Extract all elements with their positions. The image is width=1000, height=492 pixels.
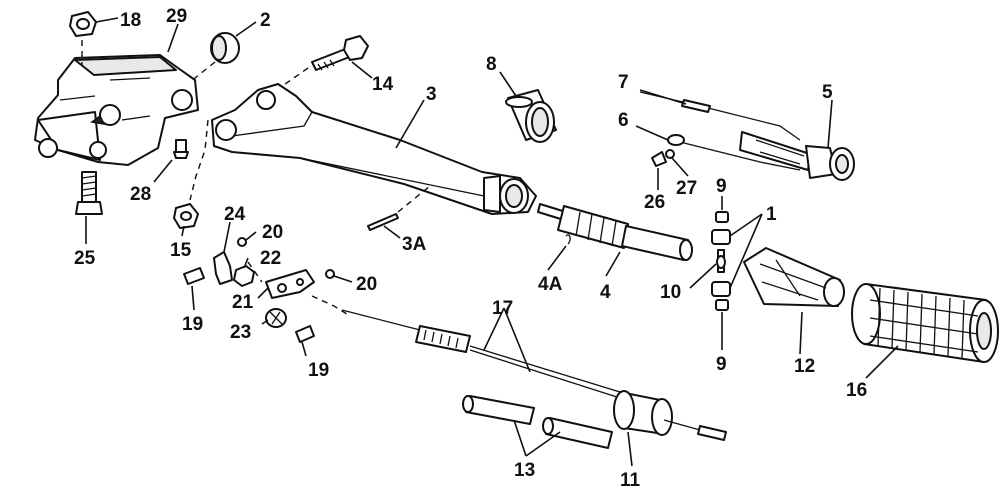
part-3a-pin — [367, 213, 399, 231]
callout-3: 3 — [426, 84, 437, 105]
part-8-bushing — [505, 89, 557, 143]
part-24-clip — [213, 251, 233, 285]
part-14-bolt — [311, 35, 369, 71]
part-21-link — [265, 269, 315, 299]
callout-11: 11 — [620, 470, 641, 491]
callout-15: 15 — [170, 240, 192, 261]
part-16-handle-grip — [851, 283, 999, 363]
callout-5: 5 — [822, 82, 833, 103]
part-22-nut — [233, 265, 255, 287]
callout-18: 18 — [120, 10, 141, 31]
part-1-blocks — [711, 229, 731, 297]
callout-7: 7 — [618, 72, 629, 93]
callout-21: 21 — [232, 292, 254, 313]
callout-6: 6 — [618, 110, 629, 131]
part-12-grip-insert — [743, 247, 845, 307]
part-5-switch — [739, 131, 855, 181]
dash-14 — [267, 67, 309, 97]
part-28-grease-fitting — [173, 139, 189, 159]
part-10-pin — [716, 249, 726, 273]
part-18-nut — [69, 11, 97, 37]
dash-15 — [189, 119, 209, 201]
callout-27: 27 — [676, 178, 697, 199]
callout-25: 25 — [74, 248, 96, 269]
callout-3a: 3A — [402, 234, 427, 255]
part-9-upper — [715, 211, 729, 223]
part-11-housing — [613, 390, 727, 441]
part-29-bracket — [34, 54, 199, 166]
part-20-washer-upper — [237, 237, 247, 247]
callout-23: 23 — [230, 322, 251, 343]
callout-26: 26 — [644, 192, 665, 213]
callout-13: 13 — [514, 460, 535, 481]
part-2-bushing — [210, 32, 240, 64]
dash-22 — [247, 261, 263, 283]
callout-2: 2 — [260, 10, 271, 31]
callout-19-upper: 19 — [182, 314, 203, 335]
callout-19-lower: 19 — [308, 360, 329, 381]
callout-8: 8 — [486, 54, 497, 75]
callout-9-lower: 9 — [716, 354, 727, 375]
part-15-nut — [173, 203, 199, 229]
callout-29: 29 — [166, 6, 187, 27]
callout-14: 14 — [372, 74, 394, 95]
callout-4: 4 — [600, 282, 611, 303]
callout-10: 10 — [660, 282, 681, 303]
callout-9-upper: 9 — [716, 176, 727, 197]
callout-24: 24 — [224, 204, 246, 225]
callout-1: 1 — [766, 204, 777, 225]
part-25-bolt — [75, 171, 103, 215]
part-20-washer-lower — [325, 269, 335, 279]
dash-21 — [311, 295, 351, 317]
dash-3a — [397, 185, 431, 213]
callout-22: 22 — [260, 248, 281, 269]
callout-12: 12 — [794, 356, 815, 377]
callout-20-upper: 20 — [262, 222, 283, 243]
callout-labels: 1 2 3 3A 4 4A 5 6 7 8 9 9 10 11 12 13 14… — [74, 6, 867, 491]
part-4-throttle-shaft — [537, 203, 693, 261]
part-9-lower — [715, 299, 729, 311]
part-19-screw-lower — [295, 325, 315, 343]
part-27-washer — [665, 149, 675, 159]
callout-28: 28 — [130, 184, 151, 205]
part-26-screw — [651, 151, 667, 167]
callout-16: 16 — [846, 380, 867, 401]
callout-4a: 4A — [538, 274, 563, 295]
part-7-wire — [639, 91, 801, 141]
part-13-tubes — [462, 395, 613, 449]
part-4a-pin — [565, 234, 571, 245]
callout-20-lower: 20 — [356, 274, 377, 295]
part-3-tiller-arm — [211, 83, 537, 215]
leader-lines — [85, 17, 899, 467]
part-17-cable — [341, 309, 621, 399]
dash-2 — [189, 61, 216, 83]
part-19-screw-upper — [183, 267, 205, 285]
callout-17: 17 — [492, 298, 513, 319]
part-23-knob — [265, 308, 287, 328]
